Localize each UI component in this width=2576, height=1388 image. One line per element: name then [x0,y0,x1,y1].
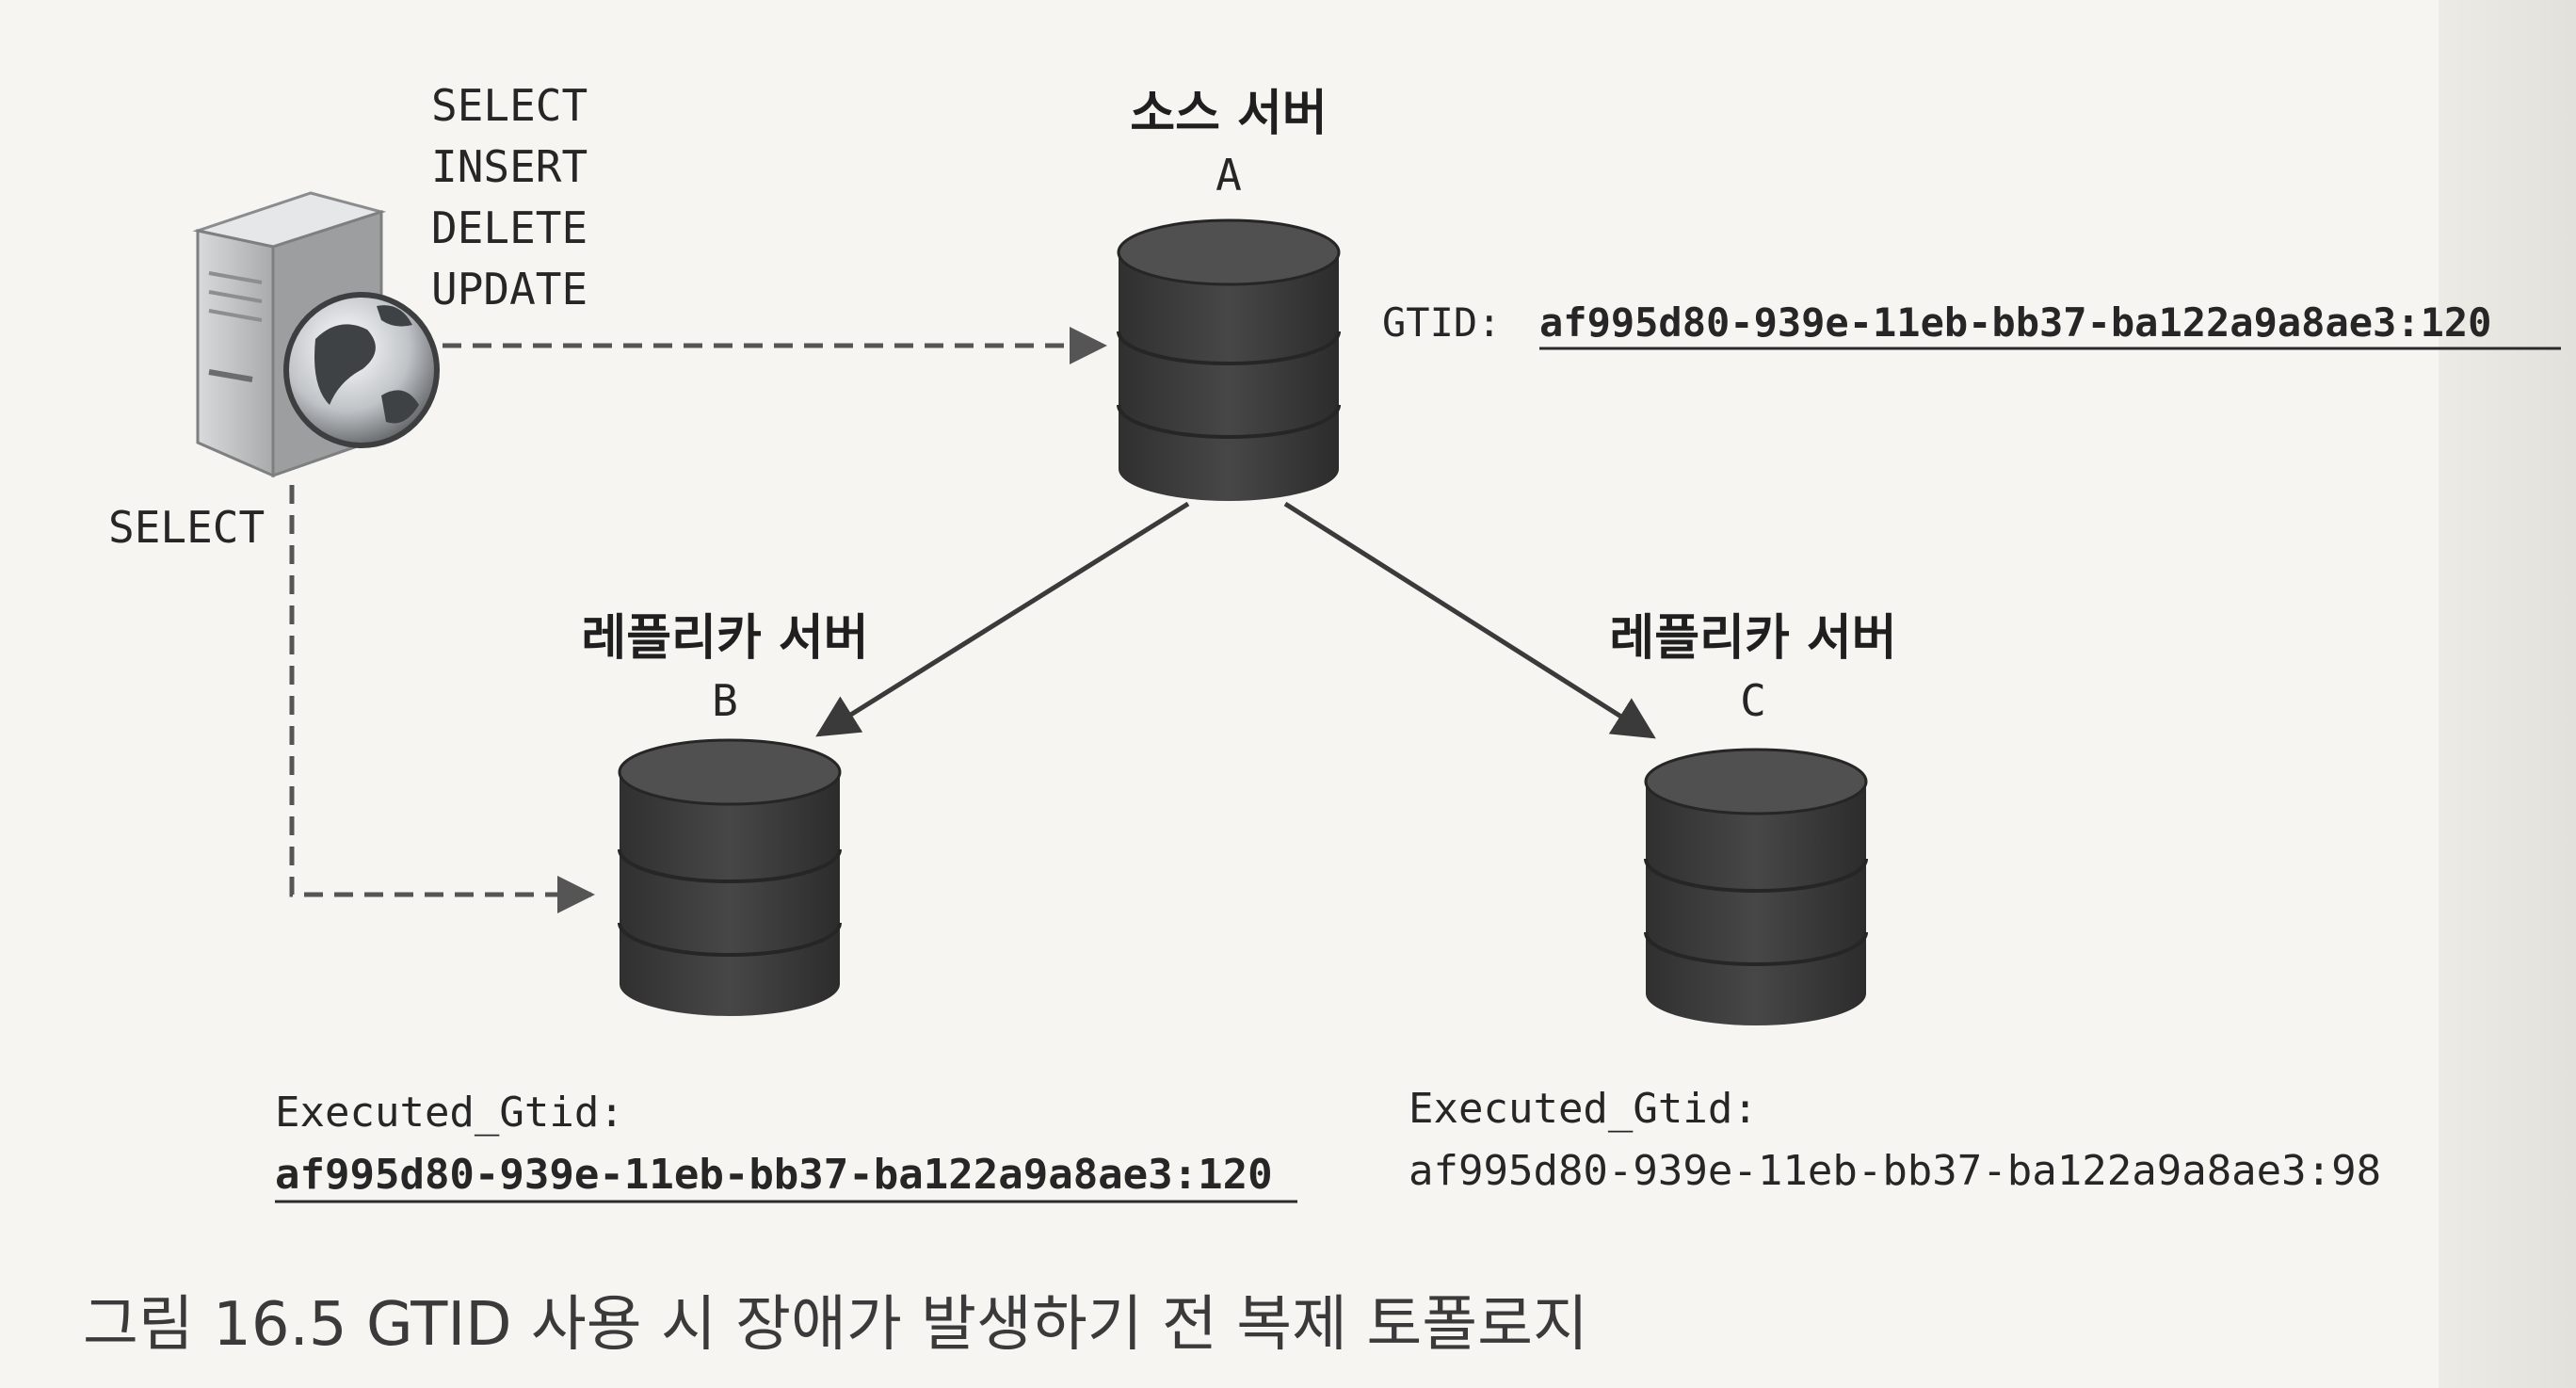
read-traffic-arrow [289,485,595,913]
replica-c-executed-value: af995d80-939e-11eb-bb37-ba122a9a8ae3:98 [1409,1147,2381,1195]
replica-c-title: 레플리카 서버 [1609,610,1896,667]
replica-b-title: 레플리카 서버 [581,610,868,667]
replica-b-executed-label: Executed_Gtid: [275,1089,624,1137]
query-select: SELECT [431,80,588,131]
replica-b-executed-value: af995d80-939e-11eb-bb37-ba122a9a8ae3:120 [275,1151,1273,1199]
source-server-id: A [1216,150,1242,201]
replica-c-executed-label: Executed_Gtid: [1409,1085,1758,1133]
source-gtid-value: af995d80-939e-11eb-bb37-ba122a9a8ae3:120 [1539,299,2491,346]
source-server-title: 소스 서버 [1130,86,1327,142]
database-icon-c [1644,748,1868,1025]
query-read-select: SELECT [108,502,265,553]
database-icon-a [1117,218,1341,501]
database-icon-b [618,738,842,1016]
server-globe-icon [192,191,440,478]
figure-caption: 그림 16.5 GTID 사용 시 장애가 발생하기 전 복제 토폴로지 [83,1290,1588,1360]
query-delete: DELETE [431,202,588,253]
source-gtid-label: GTID: [1382,299,1501,346]
page-edge [2439,0,2576,1388]
query-update: UPDATE [431,264,588,315]
replication-arrow-a-to-b [815,501,1190,737]
replication-arrow-a-to-c [1283,501,1656,739]
replica-c-id: C [1740,675,1766,726]
replica-b-id: B [712,675,738,726]
query-insert: INSERT [431,141,588,192]
